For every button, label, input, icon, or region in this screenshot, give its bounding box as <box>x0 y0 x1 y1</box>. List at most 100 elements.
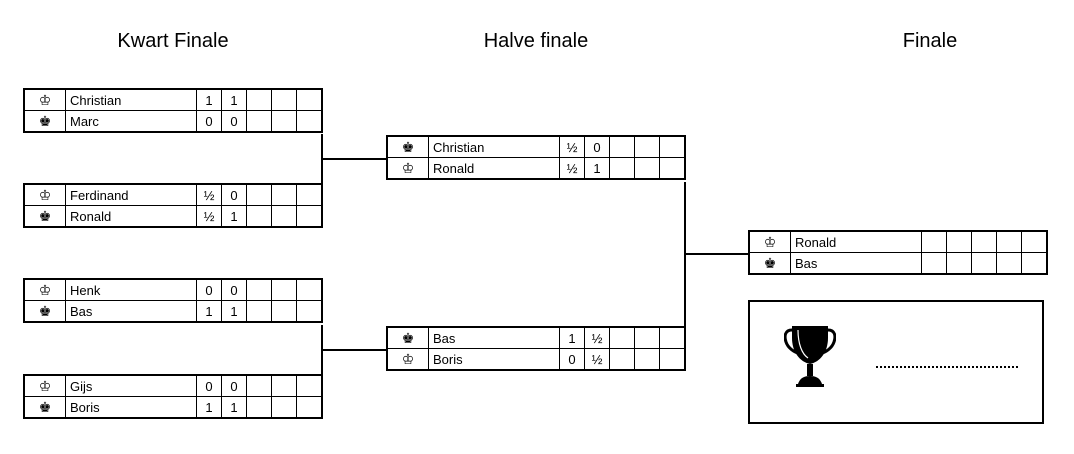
white-king-icon: ♔ <box>386 348 429 371</box>
black-king-icon: ♚ <box>23 396 66 419</box>
score-cell: 0 <box>221 278 247 301</box>
score-cell <box>996 252 1022 275</box>
score-cell: 1 <box>221 396 247 419</box>
score-cell <box>271 396 297 419</box>
score-cell <box>271 300 297 323</box>
score-cell <box>921 230 947 253</box>
score-cell <box>634 348 660 371</box>
player-name: Henk <box>65 278 197 301</box>
black-king-icon: ♚ <box>23 110 66 133</box>
final-title: Finale <box>902 30 958 52</box>
score-cell <box>246 205 272 228</box>
score-cell <box>296 183 323 206</box>
black-king-icon: ♚ <box>748 252 791 275</box>
score-cell <box>659 157 686 180</box>
score-cell: 0 <box>196 278 222 301</box>
score-cell <box>296 374 323 397</box>
player-name: Gijs <box>65 374 197 397</box>
score-cell <box>271 88 297 111</box>
score-cell <box>634 326 660 349</box>
quarterfinal-title: Kwart Finale <box>117 30 229 52</box>
score-cell: 1 <box>221 205 247 228</box>
score-cell <box>946 252 972 275</box>
score-cell <box>246 110 272 133</box>
score-cell: 1 <box>559 326 585 349</box>
score-cell <box>296 396 323 419</box>
score-cell <box>271 110 297 133</box>
score-cell <box>996 230 1022 253</box>
player-name: Ronald <box>65 205 197 228</box>
score-cell <box>1021 230 1048 253</box>
trophy-icon <box>784 326 836 387</box>
score-cell: ½ <box>559 135 585 158</box>
score-cell <box>609 135 635 158</box>
score-cell <box>296 205 323 228</box>
semifinal-title: Halve finale <box>483 30 589 52</box>
score-cell <box>296 278 323 301</box>
white-king-icon: ♔ <box>748 230 791 253</box>
score-cell: 0 <box>196 110 222 133</box>
white-king-icon: ♔ <box>23 88 66 111</box>
score-cell: 0 <box>196 374 222 397</box>
match-final: ♔Ronald ♚Bas <box>748 230 1048 275</box>
score-cell <box>296 300 323 323</box>
player-name: Bas <box>790 252 922 275</box>
black-king-icon: ♚ <box>23 205 66 228</box>
score-cell <box>271 183 297 206</box>
score-cell: 0 <box>559 348 585 371</box>
score-cell: 0 <box>221 183 247 206</box>
score-cell <box>1021 252 1048 275</box>
score-cell <box>659 326 686 349</box>
player-row: ♔Ronald <box>748 230 1048 253</box>
score-cell <box>296 88 323 111</box>
player-name: Boris <box>65 396 197 419</box>
score-cell <box>271 374 297 397</box>
black-king-icon: ♚ <box>23 300 66 323</box>
score-cell <box>271 278 297 301</box>
score-cell <box>246 88 272 111</box>
score-cell <box>271 205 297 228</box>
white-king-icon: ♔ <box>23 183 66 206</box>
white-king-icon: ♔ <box>386 157 429 180</box>
score-cell: 1 <box>584 157 610 180</box>
white-king-icon: ♔ <box>23 374 66 397</box>
score-cell <box>609 348 635 371</box>
score-cell <box>634 157 660 180</box>
score-cell <box>246 278 272 301</box>
player-name: Bas <box>65 300 197 323</box>
score-cell <box>634 135 660 158</box>
winner-box <box>748 300 1044 424</box>
winner-name-line <box>876 366 1018 368</box>
player-name: Ronald <box>428 157 560 180</box>
connector-sf-h <box>684 253 749 255</box>
score-cell: 0 <box>221 110 247 133</box>
score-cell: ½ <box>196 205 222 228</box>
score-cell: 0 <box>221 374 247 397</box>
player-name: Christian <box>428 135 560 158</box>
score-cell <box>659 135 686 158</box>
player-name: Christian <box>65 88 197 111</box>
score-cell <box>246 183 272 206</box>
player-name: Ronald <box>790 230 922 253</box>
white-king-icon: ♔ <box>23 278 66 301</box>
score-cell <box>246 374 272 397</box>
score-cell: 1 <box>196 396 222 419</box>
player-row: ♚Bas <box>748 252 1048 275</box>
score-cell: ½ <box>584 348 610 371</box>
score-cell <box>246 396 272 419</box>
player-name: Marc <box>65 110 197 133</box>
score-cell: 1 <box>196 300 222 323</box>
